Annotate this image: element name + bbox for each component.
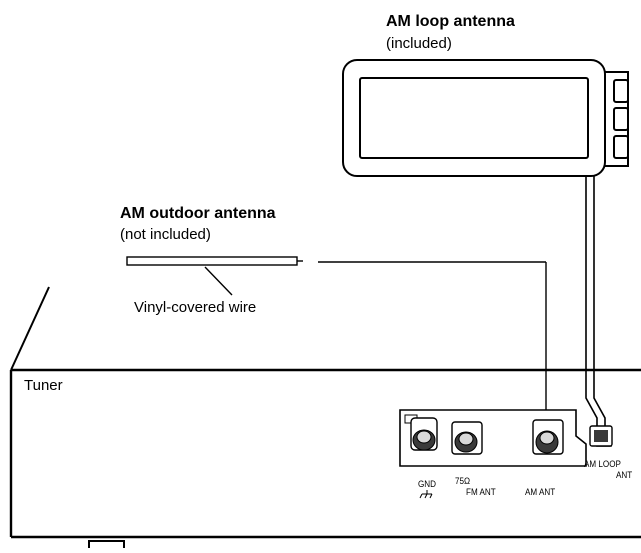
loop-lead-wire-2 [593,176,606,444]
fm-ant-label: FM ANT [466,487,496,497]
wire-pointer-line [204,266,233,296]
loop-antenna-clip-2 [613,107,629,131]
fm-ant-terminal-icon [451,421,483,455]
tuner-top-edge-perspective [10,286,50,371]
loop-antenna-clip-1 [613,79,629,103]
am-loop-antenna [342,59,629,177]
fm-impedance-label: 75Ω [455,476,471,486]
am-loop-ant-terminal-icon [589,425,613,447]
terminal-panel [399,409,613,467]
loop-antenna-note: (included) [386,35,452,52]
tuner-body [9,286,641,548]
loop-antenna-inner-window [359,77,589,159]
loop-lead-wire-1 [585,176,598,446]
am-loop-label-line2: ANT [616,470,633,480]
tuner-label: Tuner [24,377,63,394]
gnd-terminal-icon [410,417,438,451]
am-ant-label: AM ANT [525,487,556,497]
outdoor-antenna [126,256,547,425]
vinyl-covered-wire [126,256,298,266]
gnd-terminal-label: GND [418,479,436,489]
tuner-foot [88,540,125,548]
am-loop-label-line1: AM LOOP [584,459,621,469]
loop-antenna-title: AM loop antenna [386,13,515,30]
outdoor-antenna-title: AM outdoor antenna [120,205,276,222]
outdoor-antenna-note: (not included) [120,226,211,243]
loop-antenna-outer-frame [342,59,606,177]
ground-symbol-icon [419,490,433,499]
loop-antenna-clip-3 [613,135,629,159]
loop-antenna-stand [605,71,629,167]
loop-antenna-lead [585,176,612,447]
am-ant-terminal-icon [532,419,564,455]
wire-label: Vinyl-covered wire [134,299,257,316]
